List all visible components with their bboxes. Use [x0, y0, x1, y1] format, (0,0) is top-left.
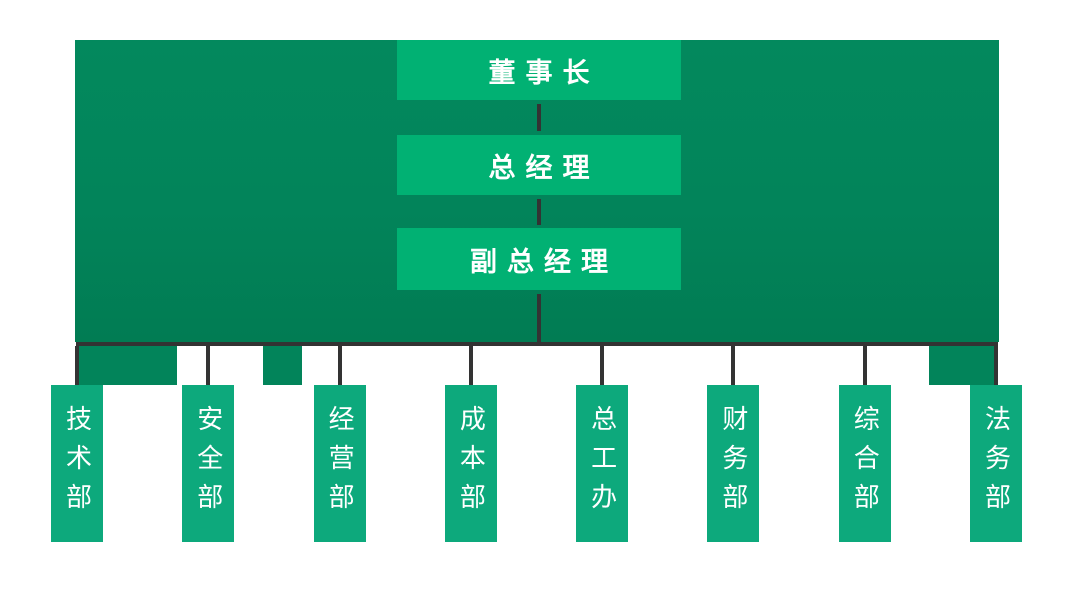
department-node: 经营部 [313, 385, 366, 542]
department-connector [337, 346, 342, 385]
department-connector [468, 346, 473, 385]
department-connector [731, 346, 736, 385]
leader-node: 副总经理 [397, 228, 681, 290]
department-connector [862, 346, 867, 385]
department-connector [600, 346, 605, 385]
panel-notch-left [77, 346, 177, 385]
department-connector [994, 346, 998, 385]
leader-node: 总经理 [397, 135, 681, 195]
department-node: 综合部 [838, 385, 891, 542]
department-connector [206, 346, 211, 385]
connector-gm-deputy [537, 199, 541, 225]
department-node: 技术部 [51, 385, 103, 542]
department-connector [75, 346, 79, 385]
department-node: 安全部 [182, 385, 235, 542]
connector-trunk [537, 294, 541, 342]
department-node: 总工办 [576, 385, 629, 542]
department-node: 财务部 [707, 385, 760, 542]
panel-notch-right [929, 346, 994, 385]
panel-notch-middle [263, 346, 302, 385]
connector-chairman-gm [537, 104, 541, 131]
horizontal-rail [76, 342, 998, 346]
department-node: 成本部 [444, 385, 497, 542]
department-node: 法务部 [970, 385, 1022, 542]
leader-node: 董事长 [397, 40, 681, 100]
